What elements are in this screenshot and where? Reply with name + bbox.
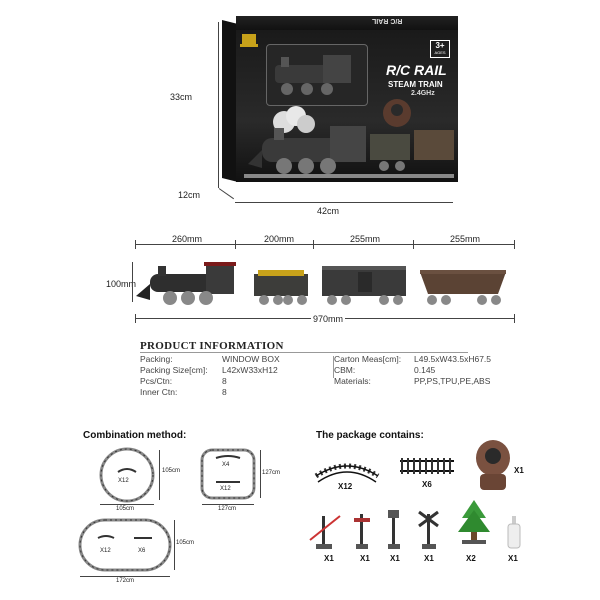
oval-right-label: X6 xyxy=(138,548,146,554)
box-depth-label: 12cm xyxy=(178,190,201,200)
straight-track-icon xyxy=(400,458,454,474)
brand-logo xyxy=(242,34,256,44)
product-info-underline xyxy=(140,352,468,353)
oval-height-label: 105cm xyxy=(176,540,195,546)
tree-icon xyxy=(458,500,490,544)
crossing-sign-qty: X1 xyxy=(424,554,434,563)
signal-post-qty: X1 xyxy=(360,554,370,563)
segment-label-tender: 200mm xyxy=(264,234,295,244)
info-row: Packing Size[cm]:L42xW33xH12 xyxy=(140,365,278,375)
combination-title: Combination method: xyxy=(83,430,187,441)
crossing-gate-qty: X1 xyxy=(324,554,334,563)
box-window xyxy=(266,44,368,106)
smoke-oil-bottle-icon xyxy=(507,516,521,549)
tree-qty: X2 xyxy=(466,554,476,563)
box-controller-image xyxy=(383,99,411,127)
square-track-image xyxy=(200,448,256,500)
segment-label-locomotive: 260mm xyxy=(172,234,203,244)
circle-track-image xyxy=(99,447,155,503)
product-box: R/C RAIL R/C RAIL STEAM TRAIN 2.4GHz 3+ … xyxy=(222,16,458,198)
oval-left-label: X12 xyxy=(100,548,111,554)
smoke-image xyxy=(273,106,315,133)
box-side-panel xyxy=(222,20,236,182)
info-row: Pcs/Ctn:8 xyxy=(140,376,227,386)
oval-track-image xyxy=(78,518,172,572)
train-segment-dim-line xyxy=(135,244,515,245)
signal-post-icon xyxy=(354,514,370,549)
lamp-post-icon xyxy=(388,510,400,549)
segment-label-hopper: 255mm xyxy=(450,234,481,244)
product-info-left: Packing:WINDOW BOX Packing Size[cm]:L42x… xyxy=(140,354,330,398)
curved-track-icon xyxy=(314,463,380,483)
product-info-right: Carton Meas[cm]:L49.5xW43.5xH67.5 CBM:0.… xyxy=(334,354,534,387)
box-top-label: R/C RAIL xyxy=(372,17,403,24)
curved-track-qty: X12 xyxy=(338,482,353,491)
train-total-label: 970mm xyxy=(311,314,346,324)
box-train-image xyxy=(244,126,454,178)
square-top-label: X4 xyxy=(222,462,230,468)
controller-qty: X1 xyxy=(514,466,524,475)
hopper-car-image xyxy=(420,270,506,305)
circle-height-label: 105cm xyxy=(162,468,181,474)
square-bottom-label: X12 xyxy=(220,486,231,492)
window-locomotive-image xyxy=(275,55,351,95)
square-width-label: 127cm xyxy=(218,506,237,512)
segment-label-boxcar: 255mm xyxy=(350,234,381,244)
train-height-label: 100mm xyxy=(106,279,137,289)
square-track-layout: X4 X12 127cm 127cm xyxy=(198,446,288,518)
info-row: Materials:PP,PS,TPU,PE,ABS xyxy=(334,376,491,386)
straight-track-qty: X6 xyxy=(422,480,432,489)
product-info-title: PRODUCT INFORMATION xyxy=(140,340,284,352)
info-row: Carton Meas[cm]:L49.5xW43.5xH67.5 xyxy=(334,354,492,364)
package-title: The package contains: xyxy=(316,430,424,441)
box-width-label: 42cm xyxy=(317,206,340,216)
age-badge: 3+ AGES xyxy=(430,40,450,58)
box-title-line1: R/C RAIL xyxy=(386,62,447,78)
box-title-line2: STEAM TRAIN xyxy=(388,80,443,89)
box-height-label: 33cm xyxy=(170,92,193,102)
oval-track-layout: X12 X6 105cm 172cm xyxy=(76,516,206,588)
box-height-dimension: 33cm xyxy=(150,20,220,190)
box-front-panel: R/C RAIL STEAM TRAIN 2.4GHz 3+ AGES xyxy=(236,30,458,182)
square-height-label: 127cm xyxy=(262,470,281,476)
controller-icon xyxy=(476,440,510,490)
info-row: CBM:0.145 xyxy=(334,365,436,375)
circle-width-label: 105cm xyxy=(116,506,135,512)
circle-track-layout: X12 105cm 105cm xyxy=(96,446,196,518)
train-image xyxy=(136,262,506,305)
boxcar-image xyxy=(322,266,406,305)
crossing-gate-icon xyxy=(309,515,341,549)
product-info-divider xyxy=(333,356,334,378)
lamp-post-qty: X1 xyxy=(390,554,400,563)
bottle-qty: X1 xyxy=(508,554,518,563)
box-top-panel xyxy=(236,16,458,30)
info-row: Inner Ctn:8 xyxy=(140,387,227,397)
info-row: Packing:WINDOW BOX xyxy=(140,354,280,364)
locomotive-image xyxy=(136,262,236,305)
crossing-sign-icon xyxy=(418,510,439,549)
circle-inner-label: X12 xyxy=(118,478,129,484)
box-title-line3: 2.4GHz xyxy=(411,90,435,97)
oval-width-label: 172cm xyxy=(116,578,135,584)
tender-image xyxy=(254,270,308,305)
